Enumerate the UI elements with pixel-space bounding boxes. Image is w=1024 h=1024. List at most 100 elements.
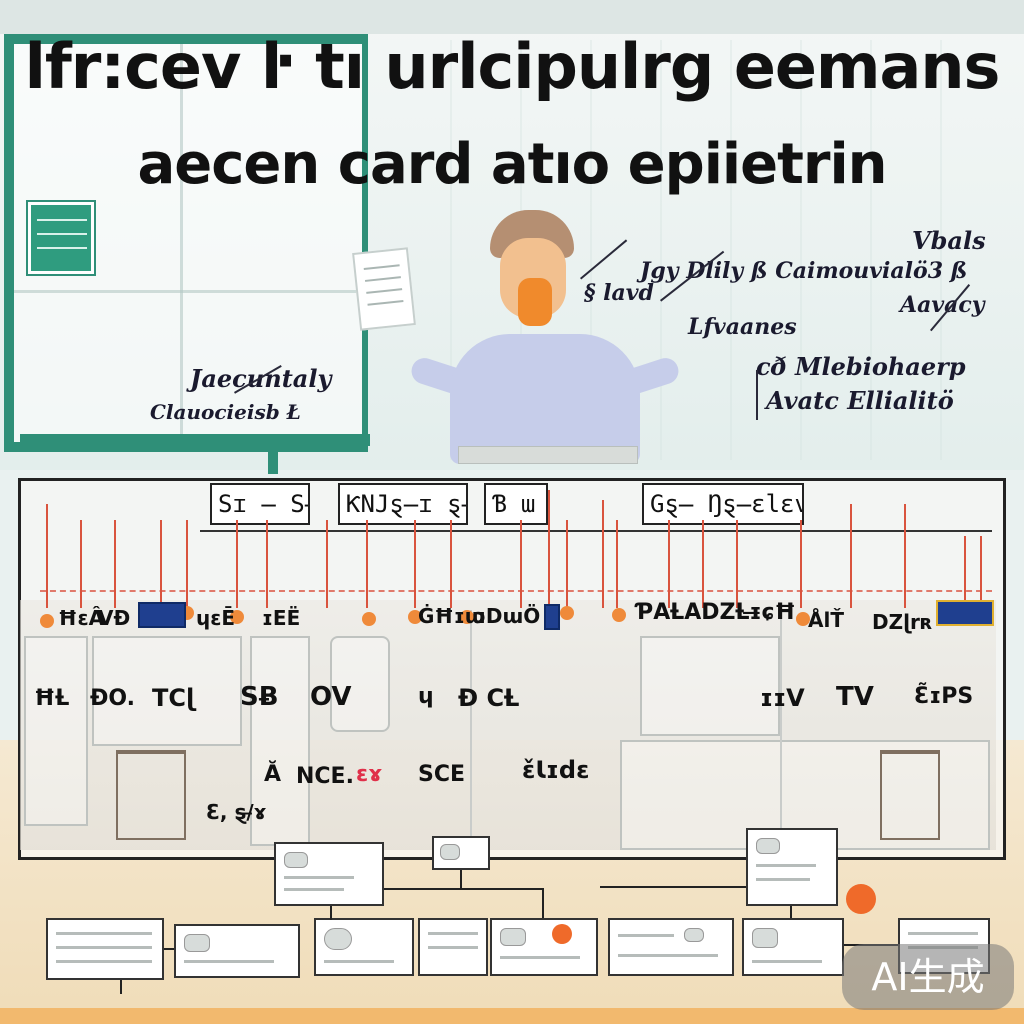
scene-divider (780, 610, 782, 850)
marker-dot (796, 612, 810, 626)
orange-marker (552, 924, 572, 944)
annotation-right-c: § lavd (584, 280, 654, 306)
flow-box (174, 924, 300, 978)
pin-line (450, 520, 452, 608)
row1-text: ƤAȽAǱȽɪ̶ɕĦ (636, 600, 796, 625)
row2-text: TV (836, 682, 874, 712)
paper-sheet (352, 247, 416, 331)
pin-line (326, 520, 328, 608)
row3-text: ɛɤ (356, 762, 383, 787)
header-rule (200, 530, 992, 532)
flow-box (746, 828, 838, 906)
window-mullion (14, 290, 364, 293)
flow-connector (790, 906, 792, 918)
flow-connector (600, 886, 746, 888)
marker-dot (560, 606, 574, 620)
chair (116, 750, 186, 840)
row3-text: ɛ̌Ɩɪdɛ (522, 756, 590, 784)
scene-cell (92, 636, 242, 746)
annotation-right-a: Vbals (912, 226, 986, 255)
pin-line (964, 536, 966, 608)
row2-text: Ɖ CȽ (458, 684, 520, 712)
header-label-3: Ɓ ɯ (484, 483, 548, 525)
pin-line (114, 520, 116, 608)
pin-line (414, 520, 416, 608)
marker-dot (408, 610, 422, 624)
flow-box (608, 918, 734, 976)
scene-cell (24, 636, 88, 826)
leader-line (756, 370, 758, 420)
desk (458, 446, 638, 464)
window-mullion (180, 44, 183, 444)
scene-cell (640, 636, 780, 736)
floor-edge (0, 1008, 1024, 1024)
pin-line (566, 520, 568, 608)
row1-text: ɥɛĒ (196, 606, 236, 630)
pin-line (548, 490, 550, 608)
row1-text: ĠĦɪɯ (418, 604, 486, 628)
row1-text: VƉ (98, 606, 131, 630)
annotation-right-f: cð Mlebiohaerp (756, 352, 966, 381)
person-body (450, 334, 640, 464)
row3-text: NCE. (296, 764, 354, 789)
row3-text: Ă (264, 762, 282, 787)
marker-dot (612, 608, 626, 622)
orange-marker (846, 884, 876, 914)
pin-line (236, 520, 238, 608)
row1-text: ɔDɯÖ (474, 604, 541, 628)
window-sill (20, 434, 370, 446)
pin-line (850, 504, 852, 608)
blue-chip (936, 600, 994, 626)
row1-text: ɪEË (262, 606, 301, 630)
row2-text: OV (310, 682, 352, 712)
scene-divider (470, 610, 472, 850)
flow-box (274, 842, 384, 906)
flow-box (46, 918, 164, 980)
flow-box (314, 918, 414, 976)
pin-line (160, 520, 162, 608)
person-mouth (518, 278, 552, 326)
blue-chip (544, 604, 560, 630)
pin-line (186, 520, 188, 608)
row1-text: ĦɛÂ (58, 606, 105, 630)
flow-connector (384, 888, 544, 890)
flow-box (418, 918, 488, 976)
panel-scene (20, 600, 996, 850)
scene-cell (330, 636, 390, 732)
flow-connector (120, 980, 122, 994)
pin-line (520, 520, 522, 608)
flow-box (432, 836, 490, 870)
flow-connector (164, 948, 174, 950)
row1-text: ÅlŤ (808, 608, 844, 632)
row2-text: Ɛ̃ɪPS (914, 684, 974, 709)
flow-connector (460, 870, 462, 890)
dashed-guide (40, 590, 992, 592)
header-label-2: ƘNJȿ̶ɪ ȿ̶Ȼ (338, 483, 468, 525)
row2-text: ĦȽ (34, 686, 70, 711)
pin-line (668, 520, 670, 608)
flow-connector (330, 906, 332, 920)
annotation-left-b: Clauocieisb Ł (150, 400, 301, 424)
pin-line (702, 520, 704, 608)
row2-text: ĐO. (90, 686, 136, 711)
marker-dot (230, 610, 244, 624)
annotation-right-b: Jgy Dlily ß Caimouvialö3 ß (640, 258, 968, 284)
wall-board (28, 202, 94, 274)
pin-line (616, 520, 618, 608)
ceiling-strip (0, 0, 1024, 34)
pin-line (266, 520, 268, 608)
flow-box (490, 918, 598, 976)
marker-dot (460, 610, 474, 624)
header-label-1: Sɪ ̶ S̶ ℇ (210, 483, 310, 525)
flow-connector (542, 888, 544, 918)
pin-line (46, 504, 48, 608)
chair (880, 750, 940, 840)
pin-line (736, 520, 738, 608)
row3-text: SCE (418, 762, 466, 787)
row2-text: ɥ (418, 684, 434, 709)
title-line-2: aecen card atıo epiietrin (137, 132, 887, 197)
annotation-right-e: Lfvaanes (688, 314, 797, 340)
row2-text: ɪɪV (760, 684, 805, 712)
annotation-right-g: Avatc Ellialitö (766, 386, 954, 415)
pin-line (980, 536, 982, 608)
